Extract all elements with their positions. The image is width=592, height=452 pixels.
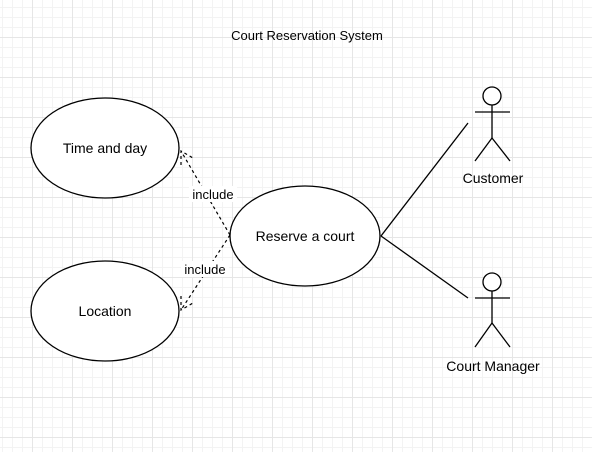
include-arrowhead-location (180, 296, 194, 312)
include-label-bg-time (189, 186, 237, 202)
use-case-time-and-day-ellipse[interactable] (30, 97, 180, 199)
include-label-bg-location (181, 261, 229, 277)
actor-customer-icon[interactable] (474, 86, 511, 162)
use-case-location-ellipse[interactable] (30, 260, 180, 362)
association-customer[interactable] (380, 122, 469, 237)
diagram-title: Court Reservation System (231, 28, 383, 43)
actor-court-manager-icon[interactable] (474, 272, 511, 348)
use-case-time-and-day-label: Time and day (63, 140, 147, 156)
actor-customer-label: Customer (463, 170, 524, 186)
include-arrowhead-time-and-day (180, 149, 194, 165)
include-label-time-and-day: include (192, 187, 233, 202)
association-court-manager[interactable] (380, 235, 469, 299)
actor-court-manager-label: Court Manager (446, 358, 540, 374)
use-case-location-label: Location (79, 303, 132, 319)
use-case-reserve-court-label: Reserve a court (256, 228, 355, 244)
include-label-location: include (184, 262, 225, 277)
